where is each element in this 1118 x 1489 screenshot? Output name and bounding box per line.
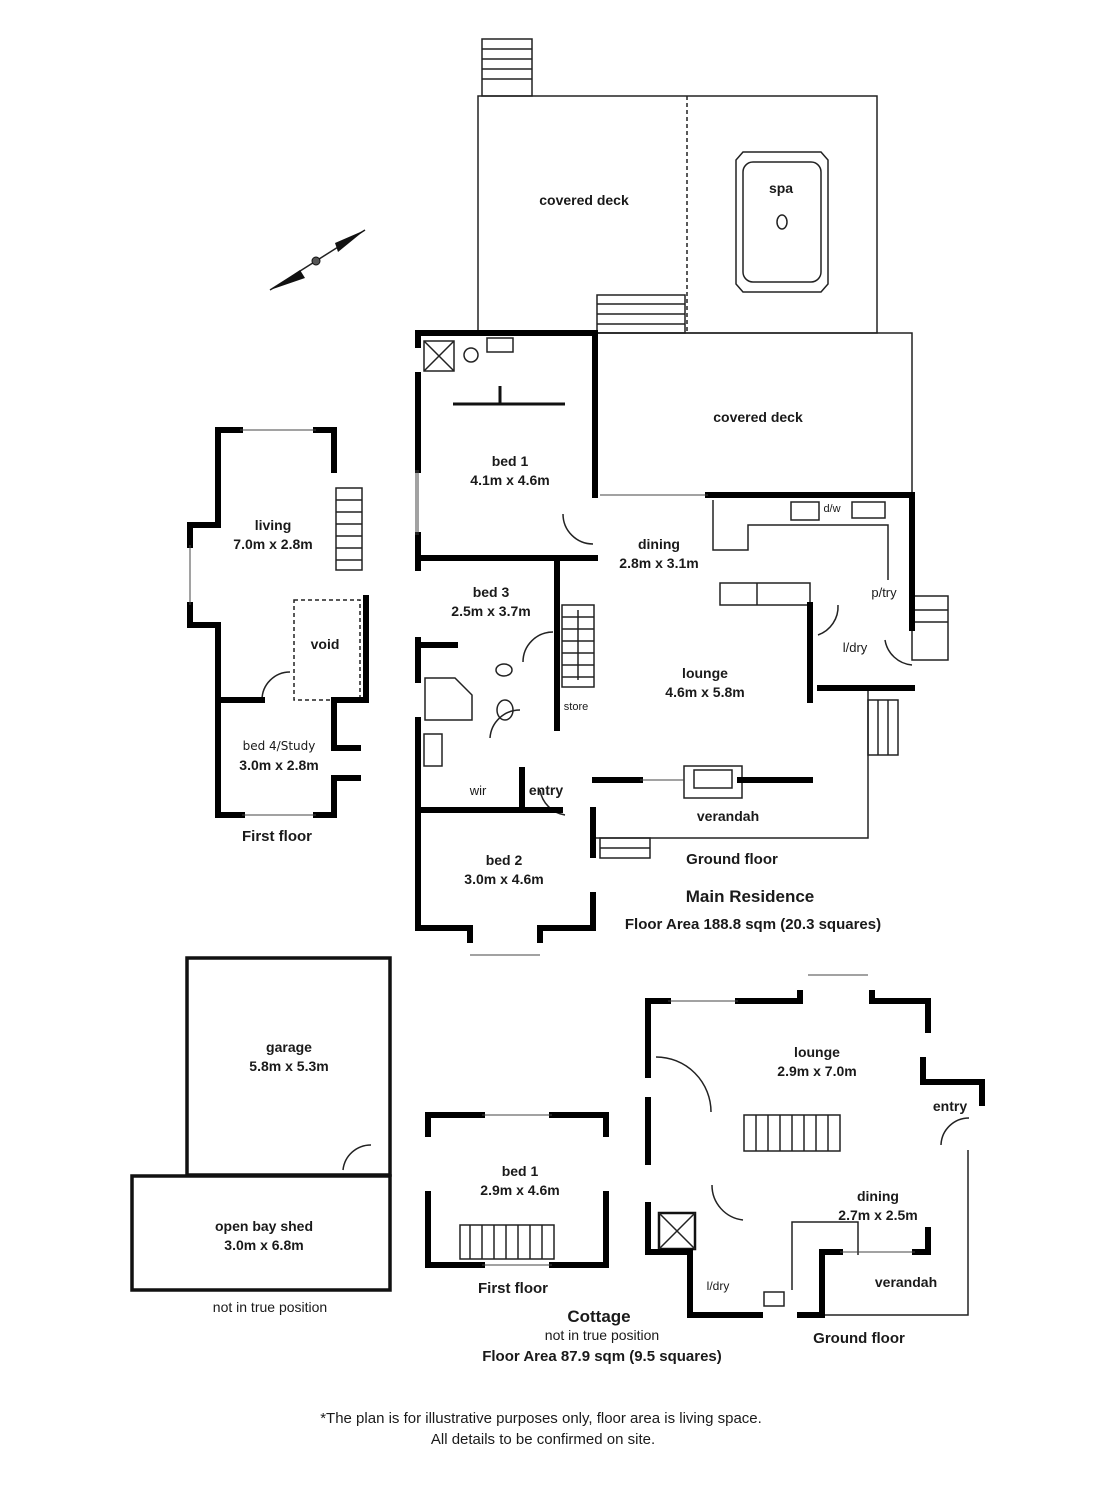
outbuildings-note: not in true position — [212, 1299, 328, 1315]
north-arrow-icon — [269, 229, 366, 291]
room-cottage-laundry: l/dry — [706, 1279, 730, 1293]
cottage-ground-stairs — [743, 1114, 841, 1152]
main-residence-title: Main Residence — [685, 887, 815, 906]
room-covered-deck-lower: covered deck — [713, 409, 803, 425]
room-wir: wir — [469, 783, 487, 798]
cottage-ground-floor-label: Ground floor — [813, 1330, 905, 1347]
disclaimer-line-1: *The plan is for illustrative purposes o… — [320, 1410, 762, 1427]
main-ground-floor-label: Ground floor — [686, 851, 778, 868]
covered-deck-lower-outline — [595, 332, 913, 493]
main-first-floor-label: First floor — [242, 828, 312, 845]
main-floor-area: Floor Area 188.8 sqm (20.3 squares) — [624, 916, 882, 933]
covered-deck-upper-outline — [477, 95, 878, 334]
sink-icon — [851, 501, 886, 519]
cooktop-icon — [790, 501, 820, 521]
room-spa: spa — [768, 180, 794, 196]
room-void: void — [310, 636, 340, 652]
shower-icon — [423, 340, 455, 372]
void-outline — [293, 599, 361, 701]
room-verandah: verandah — [696, 808, 760, 824]
room-cottage-entry: entry — [932, 1098, 968, 1114]
room-store: store — [563, 701, 589, 713]
dishwasher-label: d/w — [823, 503, 841, 515]
fireplace-icon — [683, 765, 743, 799]
deck-stairs-middle — [596, 294, 686, 334]
verandah-steps — [599, 595, 949, 859]
spa-icon — [735, 151, 829, 293]
cottage-first-floor-label: First floor — [478, 1280, 548, 1297]
basin-icon — [486, 337, 514, 353]
kitchen-bench — [712, 500, 889, 580]
shed-outline — [130, 1174, 392, 1292]
first-floor-stairs — [335, 487, 363, 571]
room-cottage-verandah: verandah — [874, 1274, 938, 1290]
island-bench — [719, 582, 811, 606]
deck-stairs-top — [481, 38, 533, 97]
toilet-icon — [463, 347, 479, 363]
disclaimer-line-2: All details to be confirmed on site. — [430, 1431, 656, 1448]
shower-icon-2 — [424, 677, 473, 721]
cottage-title: Cottage — [567, 1307, 631, 1326]
room-laundry: l/dry — [842, 640, 868, 655]
cottage-floor-area: Floor Area 87.9 sqm (9.5 squares) — [482, 1348, 722, 1365]
room-entry: entry — [528, 782, 564, 798]
room-covered-deck-upper: covered deck — [539, 192, 629, 208]
room-pantry: p/try — [871, 585, 897, 600]
main-stairs — [561, 604, 595, 688]
cottage-note: not in true position — [544, 1327, 660, 1343]
cottage-first-floor-stairs — [459, 1224, 555, 1260]
